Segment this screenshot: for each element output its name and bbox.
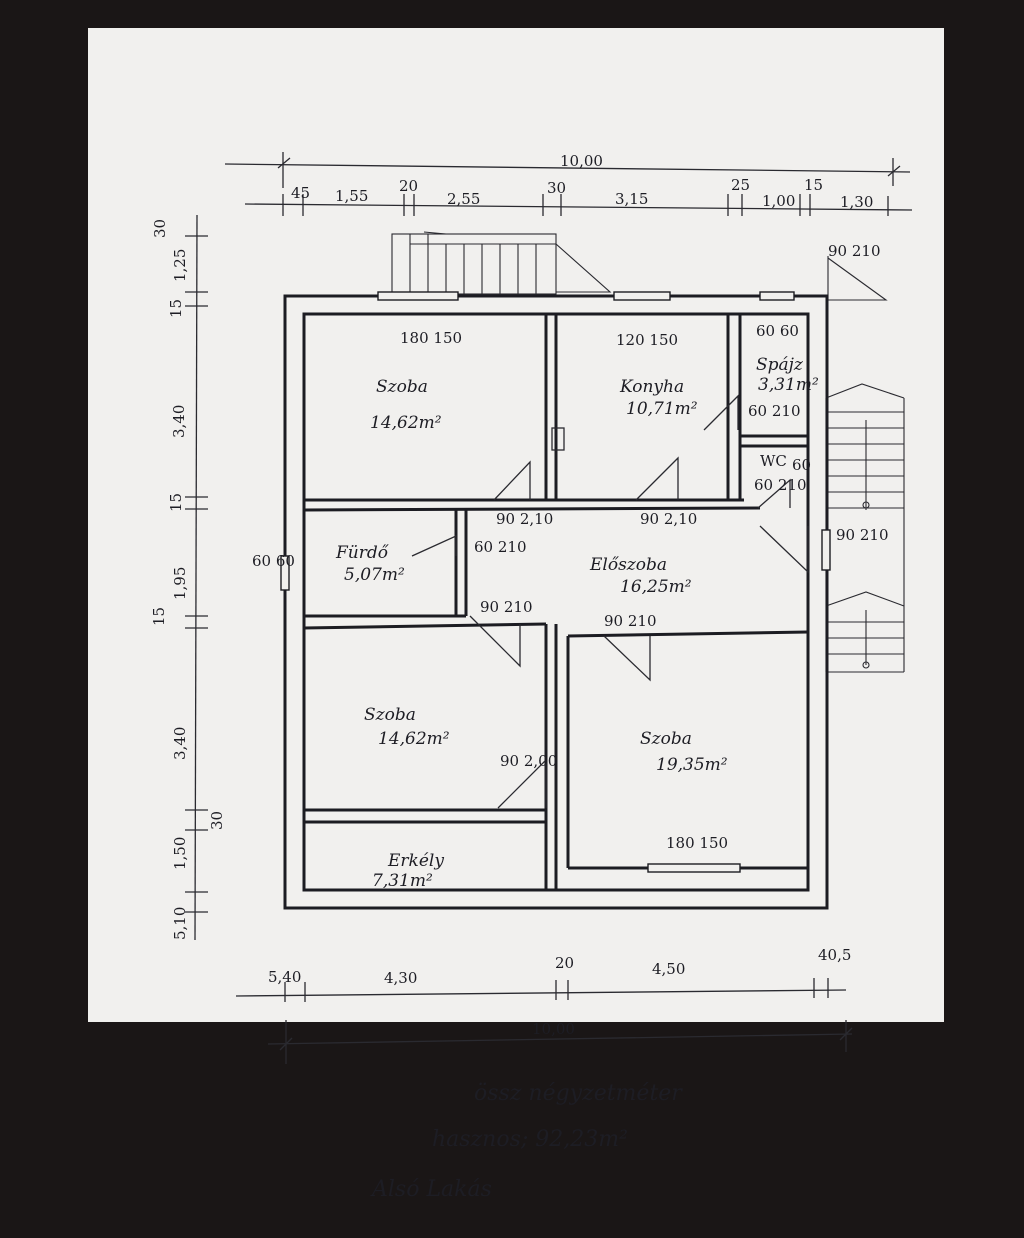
- door-swings: [411, 394, 809, 809]
- label-door-spajz: 60 210: [748, 402, 801, 420]
- dim-left-0: 30: [151, 219, 169, 238]
- label-door-furdo: 60 210: [474, 538, 527, 556]
- room-szoba1-name: Szoba: [376, 377, 428, 397]
- dim-top-7: 1,00: [762, 192, 795, 210]
- dim-top-0: 45: [291, 184, 310, 202]
- windows: [280, 291, 831, 873]
- label-door-furdo-lower: 90 210: [480, 598, 533, 616]
- room-szoba1-area: 14,62m²: [370, 413, 442, 433]
- dim-top-2: 20: [399, 177, 418, 195]
- room-szoba2-area: 14,62m²: [378, 729, 450, 749]
- note-lower-flat: Alsó Lakás: [370, 1177, 492, 1202]
- room-furdo-area: 5,07m²: [344, 565, 405, 585]
- label-door-konyha: 90 2,10: [640, 510, 697, 528]
- dim-top-9: 1,30: [840, 193, 873, 211]
- room-konyha-name: Konyha: [619, 377, 684, 397]
- dim-top-8: 15: [804, 176, 823, 194]
- dim-left-6: 15: [150, 607, 168, 626]
- label-door-entry: 90 210: [836, 526, 889, 544]
- room-konyha-area: 10,71m²: [626, 399, 698, 419]
- label-door-stair-top: 90 210: [828, 242, 881, 260]
- dim-left-10: 5,10: [171, 907, 189, 940]
- dim-left-8: 30: [208, 811, 226, 830]
- label-door-szoba3: 90 210: [604, 612, 657, 630]
- label-window-szoba-top: 180 150: [400, 329, 462, 347]
- floor-plan-walls: [283, 294, 829, 910]
- dim-left-1: 1,25: [171, 249, 189, 282]
- label-window-szoba3: 180 150: [666, 834, 728, 852]
- note-useful-area: hasznos; 92,23m²: [432, 1127, 628, 1152]
- dim-top-5: 3,15: [615, 190, 648, 208]
- label-door-wc: 60 210: [754, 476, 807, 494]
- dim-left-5: 1,95: [171, 567, 189, 600]
- room-eloszoba-area: 16,25m²: [620, 577, 692, 597]
- dim-bottom-4: 40,5: [818, 946, 851, 964]
- dim-left-2: 15: [167, 299, 185, 318]
- dim-bottom-1: 4,30: [384, 969, 417, 987]
- label-door-erkely: 90 2,00: [500, 752, 557, 770]
- dim-left-9: 1,50: [171, 837, 189, 870]
- dim-bottom-3: 4,50: [652, 960, 685, 978]
- label-wc: WC: [760, 452, 787, 470]
- room-furdo-name: Fürdő: [335, 543, 389, 563]
- dim-top-3: 2,55: [447, 190, 480, 208]
- label-window-spajz: 60 60: [756, 322, 799, 340]
- dim-left-3: 3,40: [170, 405, 188, 438]
- room-erkely-area: 7,31m²: [372, 871, 433, 891]
- room-szoba3-name: Szoba: [640, 729, 692, 749]
- room-szoba2-name: Szoba: [364, 705, 416, 725]
- room-spajz-area: 3,31m²: [758, 375, 819, 395]
- room-szoba3-area: 19,35m²: [656, 755, 728, 775]
- label-window-furdo: 60 60: [252, 552, 295, 570]
- top-dimension-lines: [224, 152, 913, 216]
- bottom-dimension-lines: [235, 978, 853, 1064]
- dim-top-6: 25: [731, 176, 750, 194]
- left-dimension-line: [185, 214, 208, 941]
- dim-top-1: 1,55: [335, 187, 368, 205]
- dim-left-4: 15: [167, 493, 185, 512]
- label-wc-window: 60: [792, 456, 811, 474]
- dim-bottom-total: 10,00: [532, 1020, 575, 1038]
- dim-left-7: 3,40: [171, 727, 189, 760]
- room-erkely-name: Erkély: [387, 851, 444, 871]
- note-total-label: össz négyzetméter: [474, 1081, 683, 1106]
- label-window-konyha-top: 120 150: [616, 331, 678, 349]
- dim-bottom-0: 5,40: [268, 968, 301, 986]
- room-spajz-name: Spájz: [756, 355, 804, 375]
- top-staircase: [391, 231, 612, 295]
- paper-sheet: [88, 28, 944, 1022]
- dim-top-4: 30: [547, 179, 566, 197]
- dim-top-total: 10,00: [560, 152, 603, 170]
- room-eloszoba-name: Előszoba: [589, 555, 667, 575]
- dim-bottom-2: 20: [555, 954, 574, 972]
- label-door-szoba1: 90 2,10: [496, 510, 553, 528]
